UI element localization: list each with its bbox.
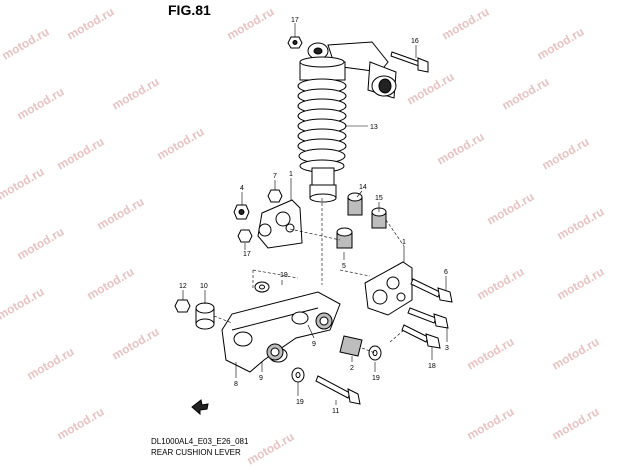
callout-5: 5 <box>342 263 346 270</box>
watermark-text: motod.ru <box>435 129 487 167</box>
watermark-text: motod.ru <box>225 4 277 42</box>
callout-2: 2 <box>350 365 354 372</box>
callout-14: 14 <box>359 184 367 191</box>
callout-numbers: 17 16 13 1 7 4 17 14 15 5 1 6 3 18 10 12… <box>179 17 449 415</box>
washer-19-right[interactable] <box>368 345 382 361</box>
nut-7[interactable] <box>267 189 283 203</box>
nut-4[interactable] <box>233 204 250 220</box>
watermark-text: motod.ru <box>550 404 602 442</box>
nut-17-lower[interactable] <box>237 229 253 243</box>
watermark-text: motod.ru <box>110 324 162 362</box>
watermark-text: motod.ru <box>55 134 107 172</box>
callout-19-right: 19 <box>372 375 380 382</box>
cushion-bracket-left[interactable] <box>257 199 303 249</box>
shock-spring <box>297 78 347 173</box>
callout-4: 4 <box>240 185 244 192</box>
assembly-lines <box>213 198 405 354</box>
watermark-text: motod.ru <box>15 224 67 262</box>
watermark-text: motod.ru <box>245 429 297 467</box>
cushion-bracket-right[interactable] <box>364 261 413 316</box>
callout-9-upper: 9 <box>312 341 316 348</box>
watermark-text: motod.ru <box>25 344 77 382</box>
callout-11: 11 <box>332 408 339 415</box>
watermark-text: motod.ru <box>465 404 517 442</box>
nut-12[interactable] <box>174 299 191 313</box>
callout-15: 15 <box>375 195 383 202</box>
watermark-text: motod.ru <box>555 204 607 242</box>
watermark-text: motod.ru <box>555 264 607 302</box>
bolt-3[interactable] <box>407 307 449 329</box>
callout-9-lower: 9 <box>259 375 263 382</box>
callout-12: 12 <box>179 283 187 290</box>
watermark-text: motod.ru <box>15 84 67 122</box>
watermark-text: motod.ru <box>0 164 47 202</box>
rear-shock-absorber[interactable] <box>297 41 397 203</box>
watermark-text: motod.ru <box>85 264 137 302</box>
bearing-9-lower[interactable] <box>266 343 284 361</box>
callout-16: 16 <box>411 38 419 45</box>
watermark-text: motod.ru <box>550 334 602 372</box>
callout-1-right: 1 <box>402 239 406 246</box>
bolt-18[interactable] <box>401 324 441 349</box>
callout-3: 3 <box>445 345 449 352</box>
leader-lines <box>182 23 448 405</box>
watermark-text: motod.ru <box>485 189 537 227</box>
watermark-text: motod.ru <box>155 124 207 162</box>
watermark-text: motod.ru <box>440 4 492 42</box>
bolt-6[interactable] <box>410 278 453 303</box>
watermark-text: motod.ru <box>0 284 47 322</box>
collar-2[interactable] <box>339 335 363 357</box>
callout-8: 8 <box>234 381 238 388</box>
callout-17-lower: 17 <box>243 251 251 258</box>
watermark-text: motod.ru <box>65 4 117 42</box>
bolt-11[interactable] <box>315 375 361 405</box>
callout-17-top: 17 <box>291 17 299 24</box>
bolt-16[interactable] <box>390 51 429 73</box>
front-direction-arrow <box>191 399 209 416</box>
nut-17-top[interactable] <box>287 36 303 49</box>
watermark-text: motod.ru <box>465 334 517 372</box>
callout-10: 10 <box>200 283 208 290</box>
watermark-text: motod.ru <box>475 264 527 302</box>
collar-5[interactable] <box>336 227 353 249</box>
washer-19-bottom[interactable] <box>291 367 305 383</box>
callout-1-left: 1 <box>289 171 293 178</box>
callout-6: 6 <box>444 269 448 276</box>
watermark-text: motod.ru <box>535 24 587 62</box>
watermark-text: motod.ru <box>405 69 457 107</box>
watermark-text: motod.ru <box>110 74 162 112</box>
diagram-code: DL1000AL4_E03_E26_081 <box>151 437 249 446</box>
watermark-text: motod.ru <box>540 134 592 172</box>
callout-7: 7 <box>273 173 277 180</box>
callout-13: 13 <box>370 124 378 131</box>
washer-19-top[interactable] <box>254 281 270 293</box>
callout-19-bottom: 19 <box>296 399 304 406</box>
bearing-9-upper[interactable] <box>315 312 333 330</box>
diagram-caption: REAR CUSHION LEVER <box>151 448 241 457</box>
watermark-text: motod.ru <box>0 24 52 62</box>
watermark-text: motod.ru <box>55 404 107 442</box>
spacer-10[interactable] <box>195 302 215 330</box>
callout-18: 18 <box>428 363 436 370</box>
bushing-14[interactable] <box>347 192 363 216</box>
rear-cushion-lever[interactable] <box>221 291 341 373</box>
callout-19-top: 19 <box>280 272 288 279</box>
watermark-text: motod.ru <box>95 194 147 232</box>
watermark-text: motod.ru <box>500 74 552 112</box>
figure-title: FIG.81 <box>168 2 211 18</box>
